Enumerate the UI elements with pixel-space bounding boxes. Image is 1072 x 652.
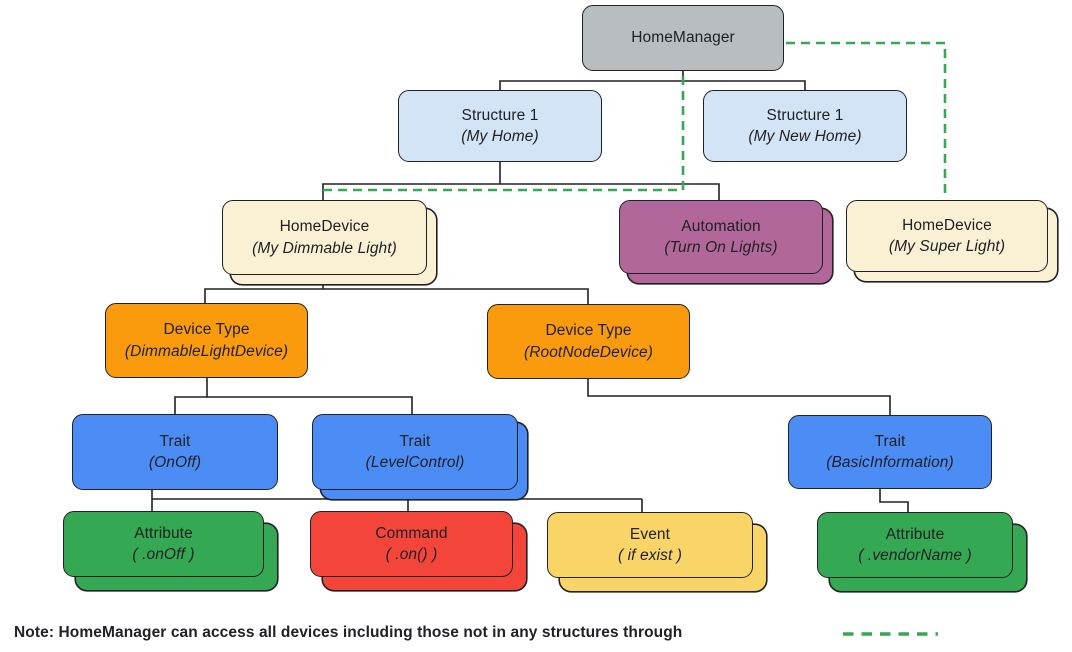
diagram-note: Note: HomeManager can access all devices… [14, 624, 683, 641]
node-structure-my-home: Structure 1 (My Home) [398, 90, 602, 162]
node-devicetype-dimmablelightdevice: Device Type (DimmableLightDevice) [105, 303, 308, 378]
node-subtitle: (My Dimmable Light) [252, 239, 397, 257]
dashed-link-homemanager-dimmablelight [323, 76, 685, 192]
node-title: Automation [681, 217, 761, 235]
node-trait-levelcontrol: Trait (LevelControl) [312, 414, 518, 490]
node-title: Trait [874, 432, 906, 450]
node-title: Structure 1 [766, 106, 844, 124]
node-subtitle: (My Super Light) [888, 238, 1006, 255]
node-automation-turn-on-lights: Automation (Turn On Lights) [619, 200, 823, 274]
node-subtitle: (RootNodeDevice) [523, 343, 654, 361]
node-title: Structure 1 [461, 106, 539, 124]
node-subtitle: (Turn On Lights) [664, 239, 778, 256]
node-subtitle: ( .vendorName ) [858, 547, 972, 564]
node-title: Trait [159, 432, 191, 450]
node-subtitle: (My New Home) [748, 128, 862, 145]
node-subtitle: (DimmableLightDevice) [124, 342, 289, 360]
node-subtitle: ( .on() ) [385, 546, 438, 563]
node-subtitle: (LevelControl) [365, 454, 465, 471]
node-command-on: Command ( .on() ) [310, 511, 513, 577]
connector-rootnode-trait [587, 379, 891, 415]
node-subtitle: (OnOff) [148, 454, 202, 471]
node-title: HomeDevice [902, 216, 992, 234]
node-trait-onoff: Trait (OnOff) [72, 414, 278, 490]
dashed-link-homemanager-superlight [786, 41, 947, 199]
node-subtitle: ( .onOff ) [132, 546, 195, 563]
connector-basicinfo-attribute [879, 489, 909, 512]
node-home-manager: HomeManager [582, 5, 784, 71]
node-subtitle: (My Home) [461, 128, 539, 145]
node-attribute-vendorname: Attribute ( .vendorName ) [817, 512, 1013, 578]
connector-traits-members [151, 490, 643, 512]
node-title: HomeDevice [279, 218, 370, 236]
node-title: HomeManager [631, 29, 735, 47]
node-event-if-exist: Event ( if exist ) [547, 512, 753, 578]
node-homedevice-my-super-light: HomeDevice (My Super Light) [846, 200, 1048, 272]
node-title: Command [375, 524, 448, 542]
node-homedevice-my-dimmable-light: HomeDevice (My Dimmable Light) [222, 200, 427, 275]
node-title: Attribute [885, 525, 945, 543]
node-title: Device Type [163, 321, 250, 339]
connector-homedevice-devicetypes [204, 284, 589, 304]
connector-devicetype-traits [174, 378, 413, 414]
node-subtitle: ( if exist ) [617, 547, 683, 564]
node-subtitle: (BasicInformation) [826, 454, 954, 471]
node-structure-my-new-home: Structure 1 (My New Home) [703, 90, 907, 162]
connector-homemanager-structures [499, 71, 806, 90]
connector-structure-children [322, 162, 720, 200]
node-trait-basicinformation: Trait (BasicInformation) [788, 415, 992, 489]
node-title: Device Type [545, 322, 632, 340]
node-title: Trait [399, 432, 431, 450]
node-devicetype-rootnodedevice: Device Type (RootNodeDevice) [487, 304, 690, 379]
node-title: Attribute [134, 524, 193, 542]
node-attribute-onoff: Attribute ( .onOff ) [63, 511, 264, 577]
node-title: Event [629, 525, 671, 543]
